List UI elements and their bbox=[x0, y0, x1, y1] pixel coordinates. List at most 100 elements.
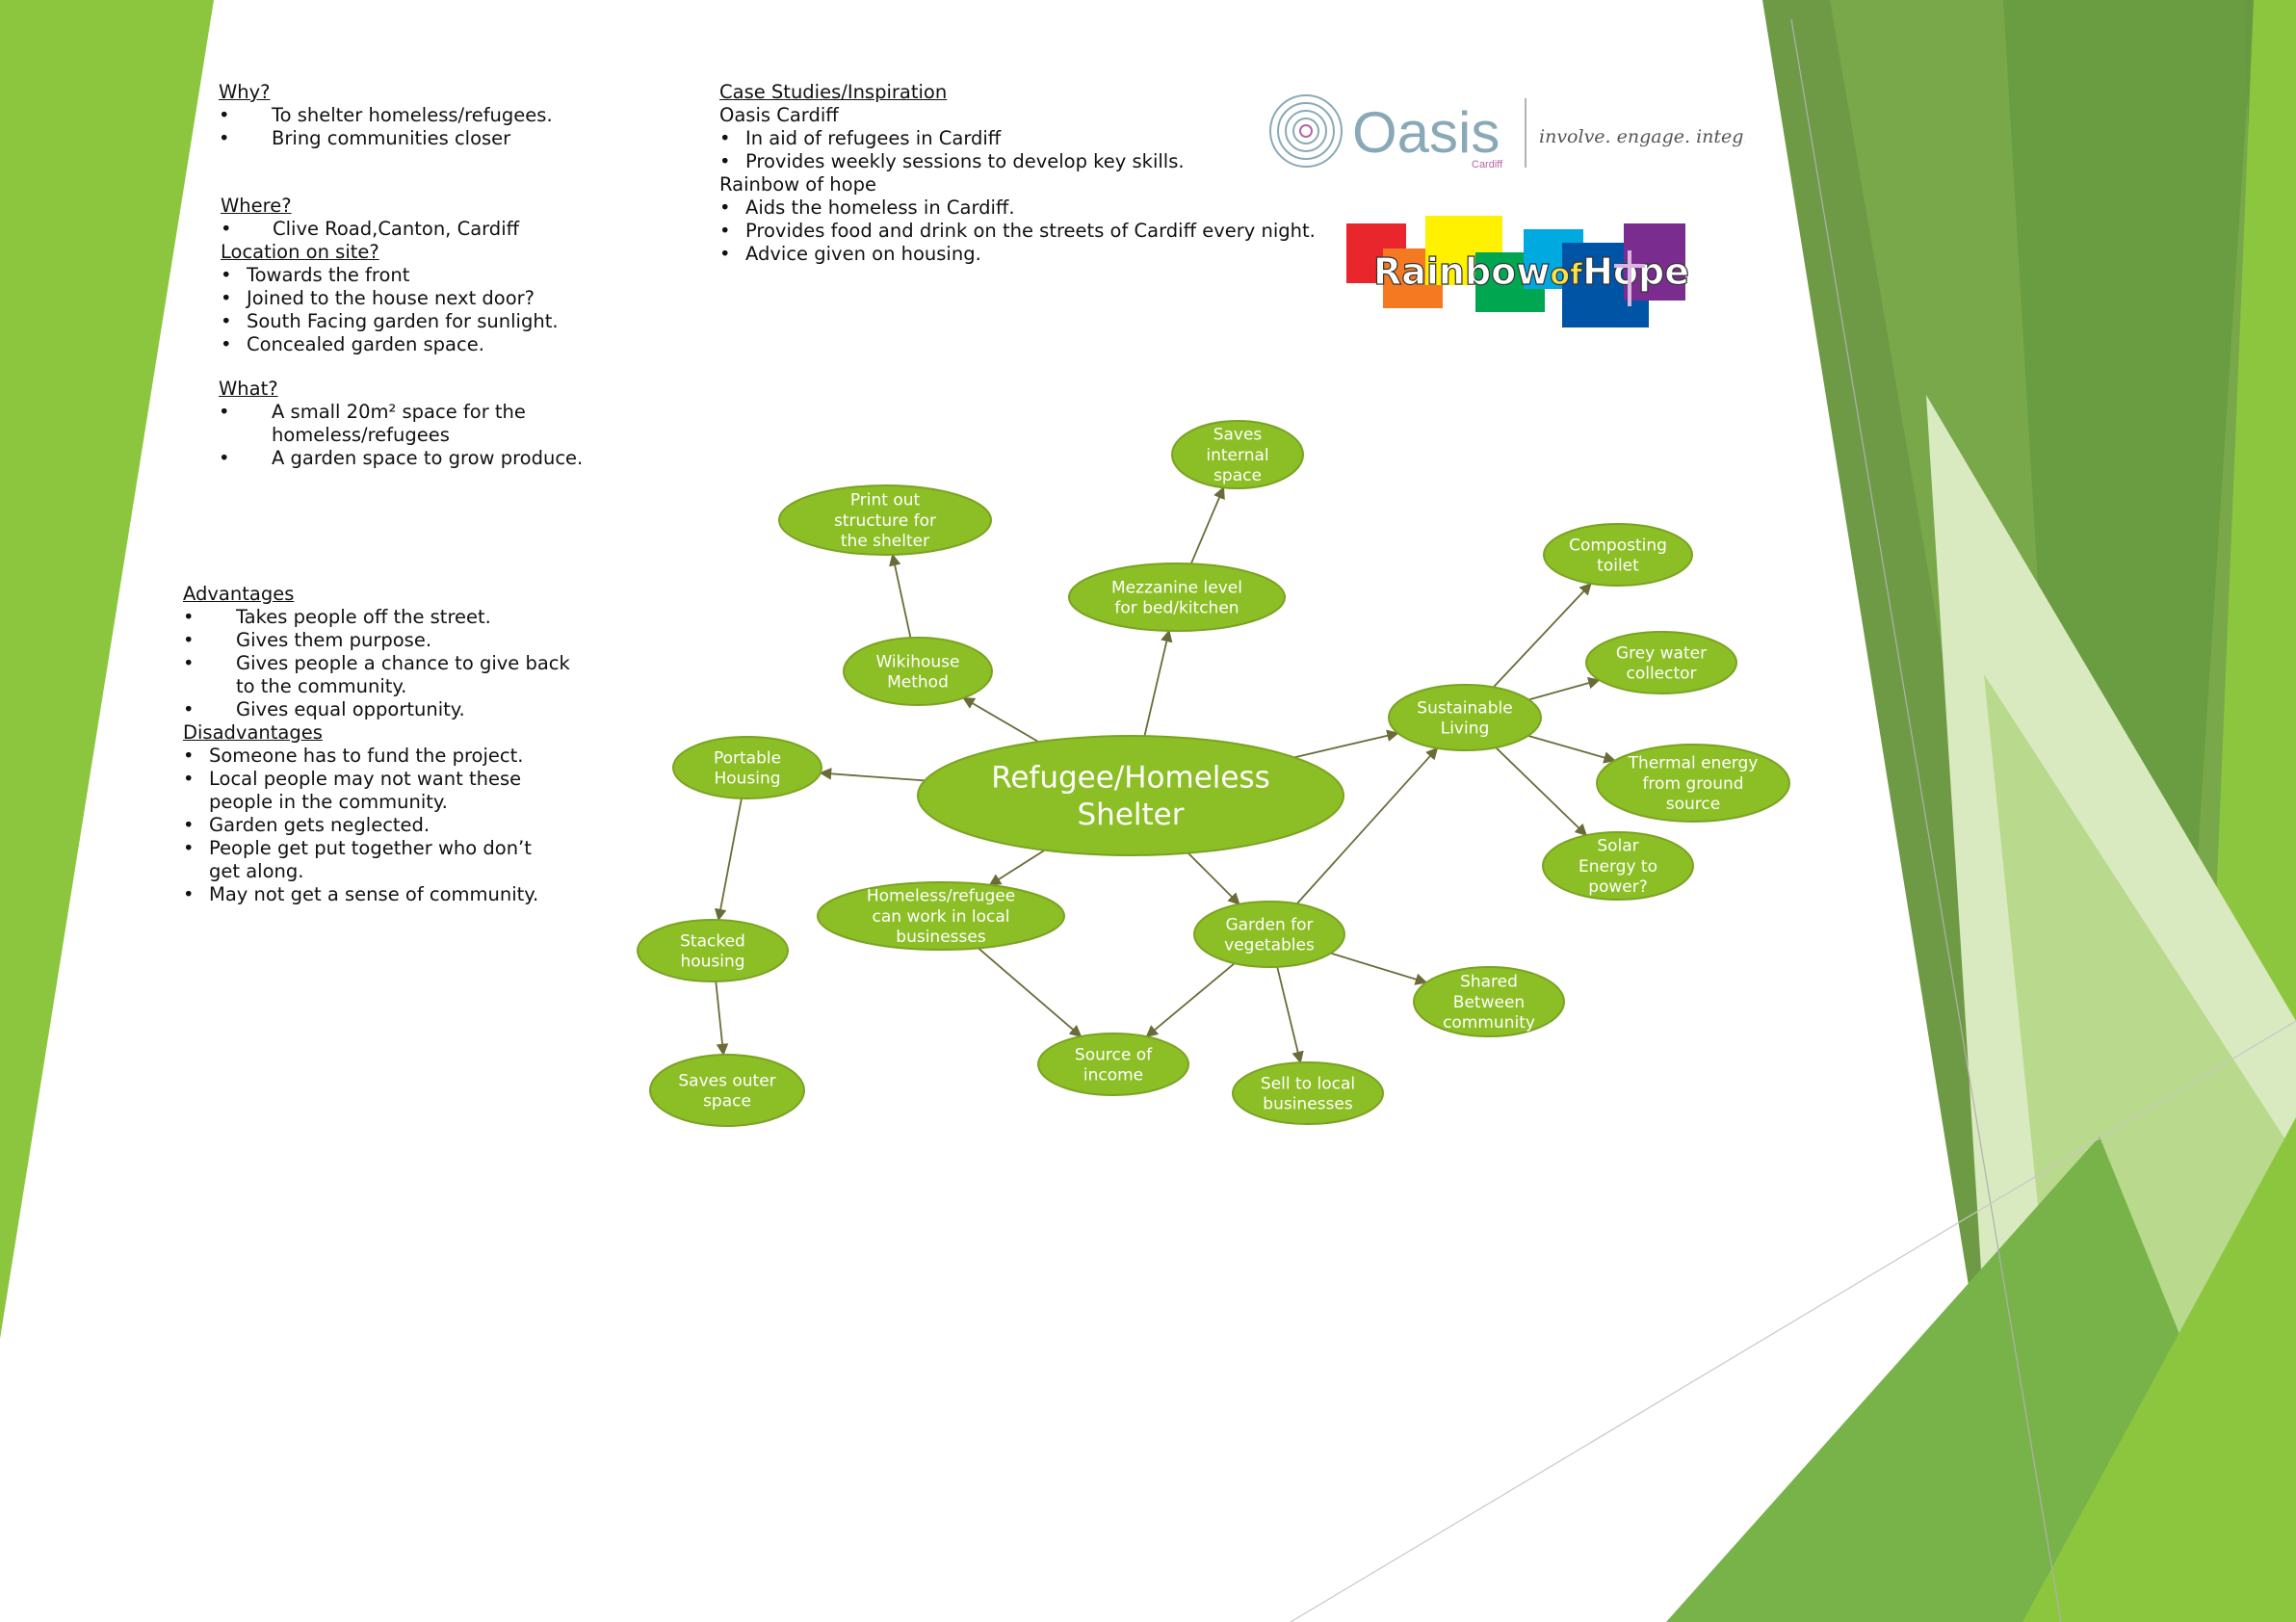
node-ellipse bbox=[1585, 631, 1737, 694]
bullet-icon: • bbox=[719, 127, 731, 149]
advantages-section: Advantages •Takes people off the street.… bbox=[183, 583, 585, 906]
oasis-swirl-icon bbox=[1269, 94, 1343, 168]
connector-arrow bbox=[978, 947, 1083, 1037]
bullet-icon: • bbox=[183, 883, 195, 905]
connector-arrow bbox=[715, 981, 729, 1057]
rainbow-blocks bbox=[1346, 216, 1685, 327]
what-item: •A small 20m² space for the homeless/ref… bbox=[219, 401, 526, 446]
disadvantage-item: •Garden gets neglected. bbox=[183, 814, 430, 836]
advantages-heading: Advantages bbox=[183, 583, 295, 605]
node-ellipse bbox=[1543, 523, 1693, 587]
connector-arrow bbox=[988, 849, 1046, 886]
bottom-bright-facet bbox=[2022, 1117, 2296, 1622]
connector-arrow bbox=[1492, 582, 1592, 689]
bullet-icon: • bbox=[183, 768, 195, 790]
disadvantage-item: •People get put together who don’t get a… bbox=[183, 837, 532, 882]
org-rainbow-label: Rainbow of hope bbox=[719, 173, 876, 196]
node-ellipse bbox=[1596, 744, 1790, 823]
connector-arrow bbox=[1143, 629, 1173, 737]
connector-arrow bbox=[1330, 952, 1428, 985]
connector-arrow bbox=[1189, 486, 1225, 564]
case-item: •Advice given on housing. bbox=[719, 243, 981, 265]
bullet-icon: • bbox=[183, 652, 195, 674]
bullet-icon: • bbox=[219, 401, 230, 423]
node-ellipse bbox=[917, 735, 1344, 856]
case-item: •Provides food and drink on the streets … bbox=[719, 220, 1316, 242]
bullet-icon: • bbox=[183, 745, 195, 767]
bullet-icon: • bbox=[219, 447, 230, 469]
location-item: •Concealed garden space. bbox=[221, 333, 484, 355]
bullet-icon: • bbox=[183, 698, 195, 720]
bullet-icon: • bbox=[719, 196, 731, 219]
advantage-item: •Gives them purpose. bbox=[183, 629, 432, 651]
what-item: •A garden space to grow produce. bbox=[219, 447, 584, 469]
node-ellipse bbox=[1193, 901, 1345, 968]
disadvantage-item: •May not get a sense of community. bbox=[183, 883, 539, 905]
bullet-icon: • bbox=[221, 310, 232, 332]
case-studies-heading: Case Studies/Inspiration bbox=[719, 81, 948, 103]
rainbow-block bbox=[1624, 223, 1685, 301]
why-item: •To shelter homeless/refugees. bbox=[219, 104, 553, 126]
node-ellipse bbox=[1037, 1033, 1189, 1096]
thin-diagonal-line-1 bbox=[1790, 18, 2062, 1622]
node-ellipse bbox=[649, 1054, 805, 1127]
why-section: Why? •To shelter homeless/refugees. •Bri… bbox=[219, 81, 553, 150]
advantage-item: •Takes people off the street. bbox=[183, 606, 491, 628]
connector-arrow bbox=[962, 696, 1039, 743]
node-ellipse bbox=[1068, 562, 1286, 632]
bullet-icon: • bbox=[183, 629, 195, 651]
rainbow-word: Rainbow bbox=[1373, 250, 1550, 293]
where-section: Where? •Clive Road,Canton, Cardiff Locat… bbox=[221, 195, 559, 356]
bullet-icon: • bbox=[221, 218, 232, 240]
case-item: •Aids the homeless in Cardiff. bbox=[719, 196, 1015, 219]
node-ellipse bbox=[1232, 1061, 1384, 1125]
bullet-icon: • bbox=[183, 837, 195, 859]
node-ellipse bbox=[1413, 966, 1565, 1037]
where-item: •Clive Road,Canton, Cardiff bbox=[221, 218, 520, 240]
disadvantage-item: •Someone has to fund the project. bbox=[183, 745, 524, 767]
node-ellipse bbox=[1542, 831, 1694, 901]
oasis-tagline: involve. engage. integrate. bbox=[1539, 126, 1745, 147]
connector-lines bbox=[714, 486, 1616, 1064]
rainbow-of-hope-logo: RainbowofHope bbox=[1346, 216, 1690, 327]
node-ellipse bbox=[817, 881, 1065, 951]
bullet-icon: • bbox=[183, 606, 195, 628]
hope-word: Hope bbox=[1582, 250, 1689, 293]
bullet-icon: • bbox=[219, 127, 230, 149]
of-word: of bbox=[1550, 258, 1583, 292]
oasis-name: Oasis bbox=[1352, 100, 1500, 165]
location-item: •South Facing garden for sunlight. bbox=[221, 310, 559, 332]
node-ellipse bbox=[672, 736, 822, 799]
connector-arrow bbox=[1276, 966, 1304, 1064]
bullet-icon: • bbox=[221, 287, 232, 309]
what-section: What? •A small 20m² space for the homele… bbox=[219, 378, 583, 470]
connector-arrow bbox=[1528, 676, 1601, 701]
connector-arrow bbox=[819, 768, 926, 782]
left-green-wedge bbox=[0, 0, 214, 1339]
bullet-icon: • bbox=[719, 150, 731, 172]
connector-arrow bbox=[889, 553, 912, 639]
